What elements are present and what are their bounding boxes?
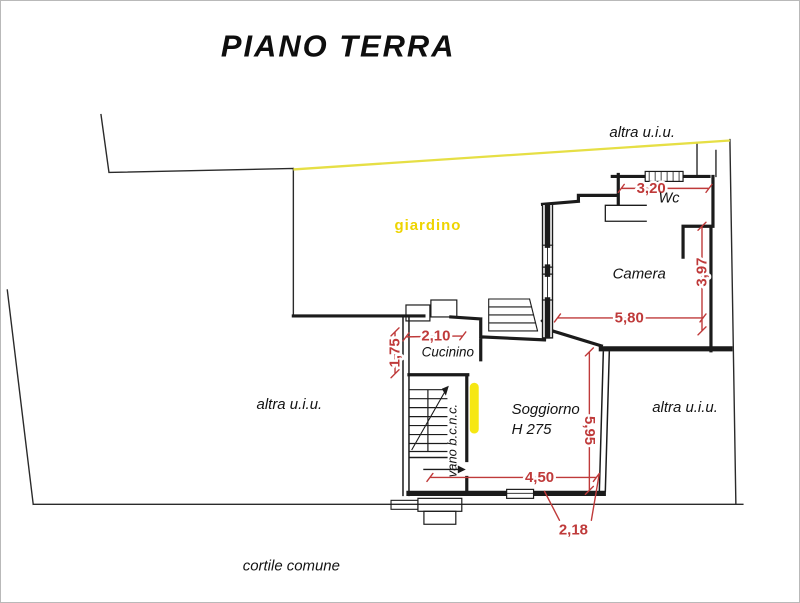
label-altra-uiu-right: altra u.i.u.: [652, 399, 718, 416]
dimension-lines: [390, 183, 713, 521]
room-label-soggiorno: Soggiorno: [512, 401, 580, 418]
dimension-labels: 3,20 5,80 3,97 2,10 1,75 4,50 5,95 2,18: [384, 177, 713, 541]
garden-steps: [488, 298, 539, 332]
dim-entrance-width: 2,18: [559, 522, 588, 539]
boundary-lines: [6, 113, 744, 506]
wall-thick: [291, 172, 715, 495]
room-label-vano-scala: vano b.c.n.c.: [444, 404, 459, 477]
dim-cucinino-width: 2,10: [421, 327, 450, 344]
yellow-highlight-marker: [469, 382, 479, 434]
room-label-wc: Wc: [659, 190, 681, 206]
dim-soggiorno-depth: 5,95: [581, 416, 598, 445]
label-cortile-comune: cortile comune: [243, 558, 340, 575]
dim-wc-width: 3,20: [637, 180, 666, 197]
text-labels: PIANO TERRA altra u.i.u. altra u.i.u. al…: [221, 28, 718, 574]
dimension-line-paths: [390, 183, 713, 521]
page-title: PIANO TERRA: [221, 28, 456, 63]
south-step-small: [390, 499, 419, 510]
soggiorno-window: [506, 488, 535, 499]
entrance-arrow-head: [457, 465, 466, 474]
wall-double: [402, 317, 611, 497]
wc-window: [644, 170, 684, 182]
dim-cucinino-depth: 1,75: [387, 338, 404, 367]
cucinino-door-leaf-left: [405, 304, 431, 322]
dim-camera-depth: 3,97: [693, 258, 710, 287]
cucinino-door-leaf-right: [430, 299, 458, 318]
south-steps-inner: [423, 510, 457, 525]
label-altra-uiu-top: altra u.i.u.: [609, 124, 675, 141]
dim-camera-width: 5,80: [615, 309, 644, 326]
label-giardino: giardino: [394, 217, 461, 234]
room-label-soggiorno-height: H 275: [512, 421, 553, 438]
staircase-arrowhead: [441, 385, 449, 396]
room-label-cucinino: Cucinino: [422, 344, 475, 359]
wc-window-hatch: [648, 171, 680, 182]
wc-niche: [604, 204, 647, 222]
room-label-camera: Camera: [613, 266, 666, 283]
giardino-boundary-yellow-line: [293, 139, 730, 171]
walls: [291, 170, 733, 525]
dim-soggiorno-width: 4,50: [525, 469, 554, 486]
label-altra-uiu-left: altra u.i.u.: [257, 396, 323, 413]
boundary-path: [6, 113, 744, 506]
staircase-cut-line: [411, 390, 446, 451]
